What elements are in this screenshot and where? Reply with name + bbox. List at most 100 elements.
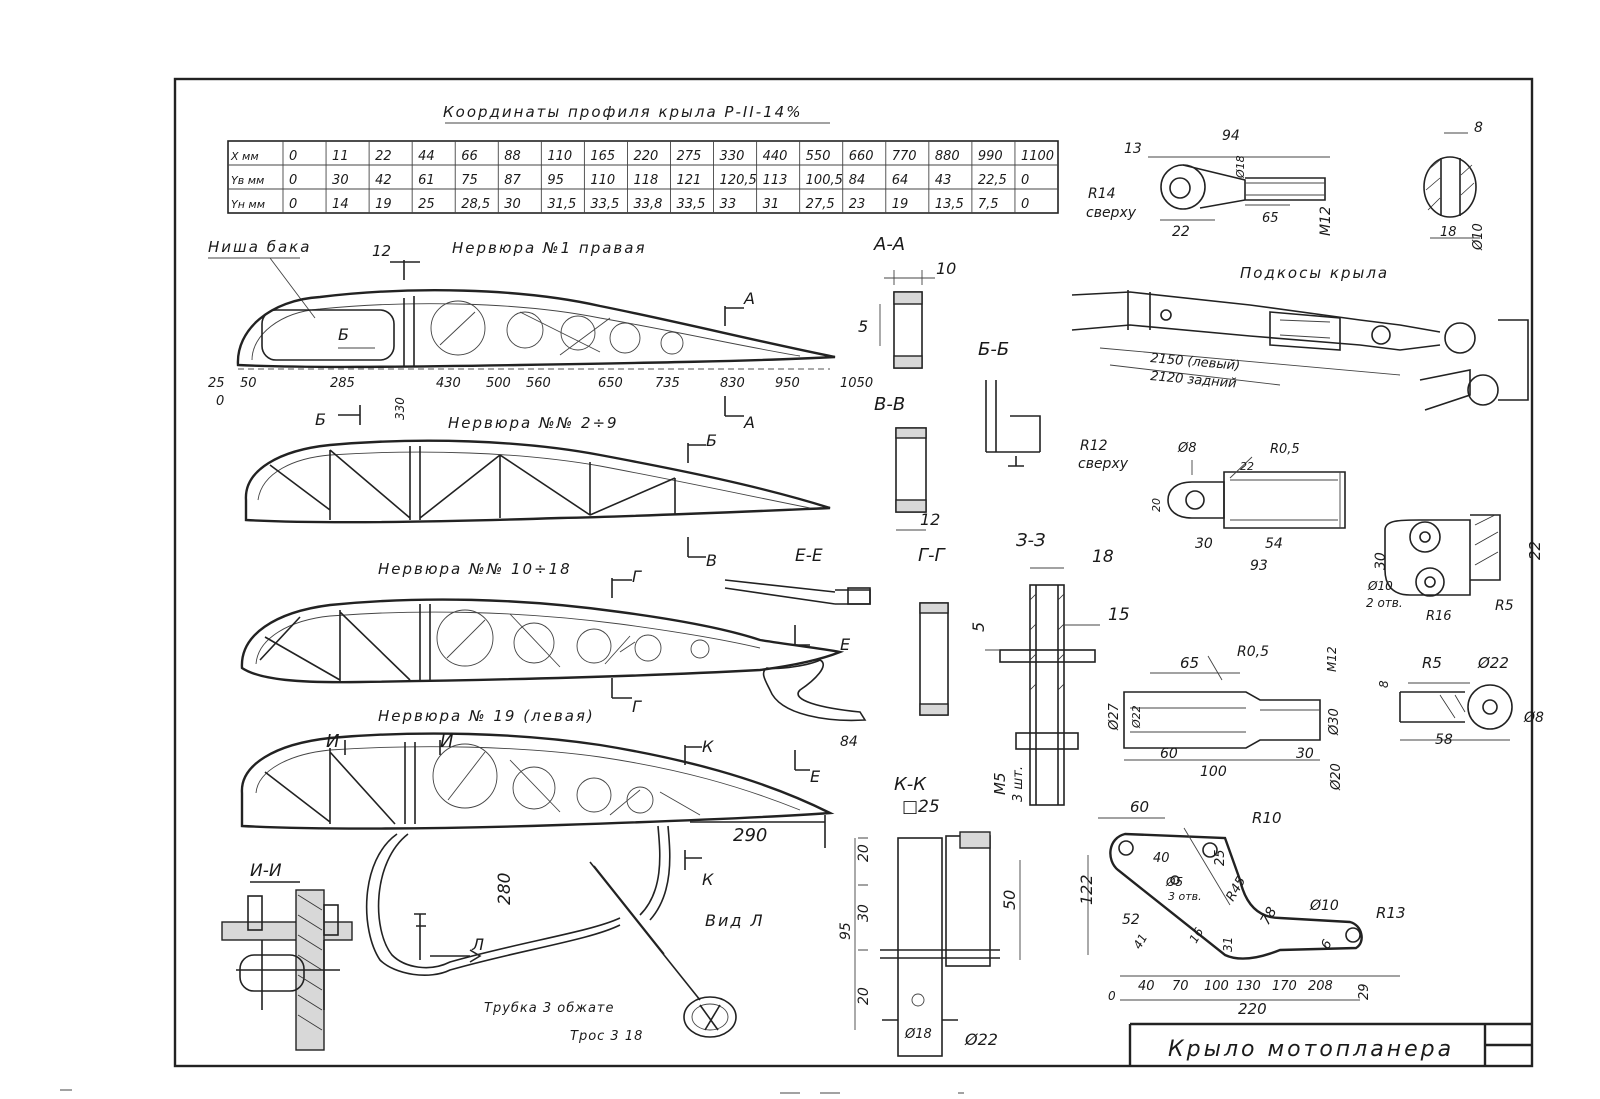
table-cell-yn: 31 [763,197,780,212]
svg-text:5: 5 [858,317,868,336]
clevis-part: R12 сверху [1078,438,1346,529]
svg-text:18: 18 [1092,547,1114,567]
rib4-dimension: 280 [495,873,515,905]
bracket-dimension: R13 [1376,904,1406,922]
rod-dimension: 30 [1296,746,1314,762]
table-cell-yv: 22,5 [978,173,1007,188]
table-cell-yn: 0 [1021,197,1029,212]
table-cell-yv: 121 [677,173,702,188]
section-ii: И-И [221,861,353,1051]
r14-label: R14 [1088,186,1116,202]
section-zz: З-З 18 15 5 М5 3 шт. [969,530,1130,806]
fork-dimension: 18 [1440,225,1457,240]
fork-dimension: Ø18 [1234,155,1247,179]
section-bb: Б-Б [978,339,1041,467]
table-cell-yv: 120,5 [720,173,757,188]
table-cell-x: 660 [849,149,874,164]
table-cell-yv: 0 [289,173,297,188]
fork-dimension: 13 [1124,141,1142,157]
table-cell-yn: 33,8 [633,197,662,212]
table-cell-x: 275 [677,149,702,164]
fork-dimension: 65 [1262,211,1279,226]
sec-vv-title: В-В [874,394,905,415]
eye-dimension: Ø8 [1523,710,1544,726]
rib1-dimension: 0 [216,394,224,409]
section-kk: К-К [854,774,1021,1057]
svg-text:А: А [743,413,755,432]
svg-text:Б: Б [706,431,717,450]
svg-text:12: 12 [920,510,940,529]
margin-marks [60,1089,964,1094]
bracket-dimension: Ø10 [1309,898,1339,914]
table-cell-x: 550 [806,149,831,164]
bracket-dimension: 78 [1258,904,1281,928]
kk-dimension: Ø18 [904,1027,932,1042]
table-cell-yn: 19 [375,197,392,212]
r12-label: R12 [1080,438,1108,454]
tube-label: Трубка 3 обжате [484,1001,614,1016]
table-cell-yn: 23 [849,197,866,212]
fork-dimension: 94 [1222,128,1240,144]
svg-text:Г: Г [632,697,642,716]
bracket-dimension: 16 [1186,925,1206,946]
clevis-dimension: R0,5 [1270,442,1300,457]
rib1-dimension: 430 [436,376,461,391]
svg-text:Б: Б [315,410,326,429]
sec-aa-title: А-А [873,234,905,255]
fork-dimension: 8 [1474,120,1483,136]
drawing-title: Крыло мотопланера [1168,1037,1454,1062]
table-cell-yv: 0 [1021,173,1029,188]
rib-19-drawing: Нервюра № 19 (левая) И И К К Л Вид Л Тру… [240,707,835,1044]
kk-dimension: 30 [856,904,872,922]
table-row-label: X мм [230,150,259,163]
table-cell-yn: 28,5 [461,197,490,212]
table-cell-x: 440 [763,149,788,164]
table-cell-x: 66 [461,149,478,164]
table-cell-yv: 42 [375,173,392,188]
bracket-dimension: 41 [1130,931,1150,951]
fork-dimension: Ø10 [1471,223,1486,251]
m5-label: М5 [991,773,1009,796]
table-row-label: Yн мм [231,198,265,211]
table-cell-x: 88 [504,149,521,164]
svg-text:Л: Л [471,935,484,954]
table-cell-yn: 30 [504,197,521,212]
bracket-dimension: R10 [1252,809,1282,827]
lug-dimension: 2 отв. [1366,596,1403,610]
table-cell-yv: 30 [332,173,349,188]
cable-label: Трос 3 18 [570,1029,643,1044]
bracket-dimension: 0 [1108,989,1116,1003]
table-cell-x: 11 [332,149,349,164]
rib1-dimension: 830 [720,376,745,391]
table-cell-yn: 25 [418,197,435,212]
table-cell-yn: 14 [332,197,349,212]
svg-text:15: 15 [1108,605,1130,625]
table-cell-x: 770 [892,149,917,164]
sec-bb-title: Б-Б [978,339,1009,360]
bracket-plate [1087,817,1400,1001]
table-cell-x: 330 [720,149,745,164]
rib1-dimension: 285 [330,376,355,391]
lug-dimension: 22 [1526,541,1544,560]
table-cell-x: 220 [633,149,658,164]
rib4-dimension: 290 [733,825,767,846]
table-cell-x: 880 [935,149,960,164]
table-title: Координаты профиля крыла Р-II-14% [443,103,802,121]
bracket-dimension: 29 [1357,983,1372,1000]
table-cell-x: 44 [418,149,435,164]
rod-dimension: Ø20 [1329,763,1344,791]
table-cell-x: 165 [590,149,615,164]
kk-dimension: 50 [1000,890,1019,910]
bracket-dimension: 122 [1077,874,1096,905]
rod-dimension: Ø27 [1107,702,1122,731]
svg-text:Б: Б [338,325,349,344]
bracket-dimension: 170 [1272,979,1297,994]
table-cell-yv: 64 [892,173,909,188]
tank-niche-label: Ниша бака [208,238,311,256]
kk-dimension: □25 [902,797,940,817]
section-gg: Г-Г [918,545,949,716]
